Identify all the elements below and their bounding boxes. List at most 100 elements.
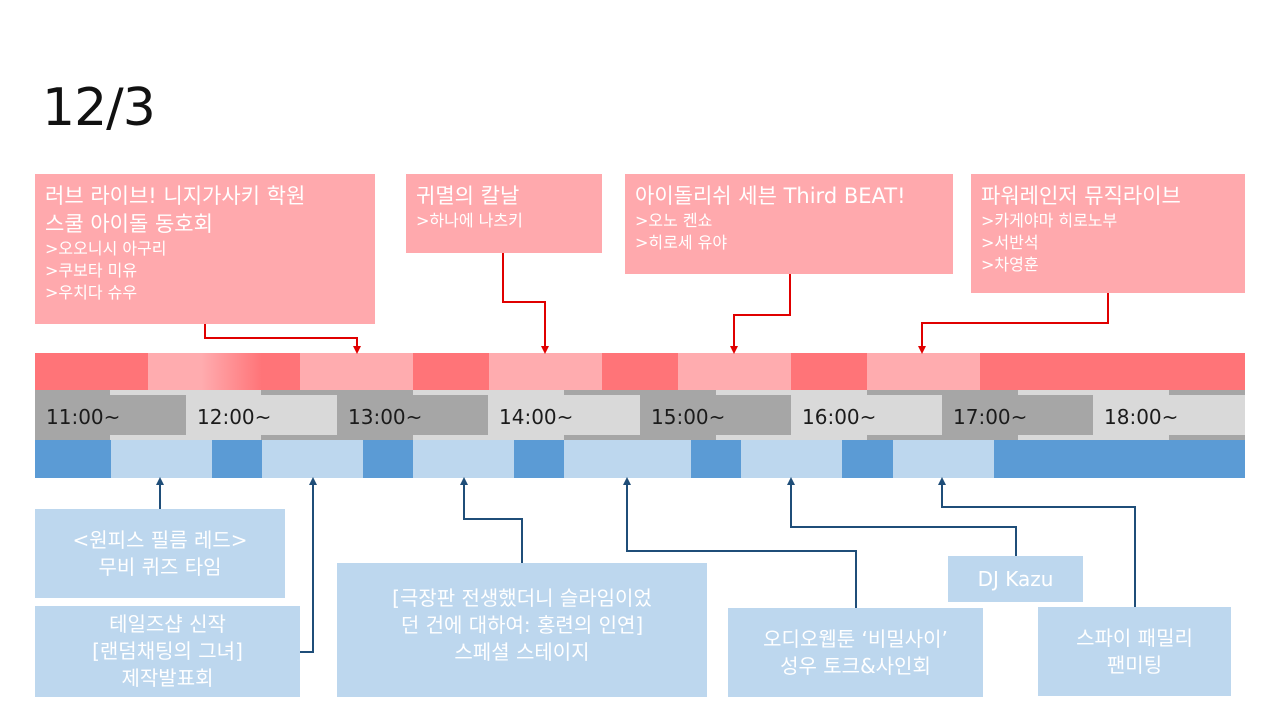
event-line: 오디오웹툰 ‘비밀사이’ — [763, 626, 948, 651]
bottom-band-segment — [262, 440, 363, 478]
bottom-band-segment — [35, 440, 111, 478]
bottom-band-segment — [212, 440, 262, 478]
event-box-powerrangers: 파워레인저 뮤직라이브 >카게야마 히로노부 >서반석 >차영훈 — [971, 174, 1245, 293]
time-band-segment — [640, 390, 791, 440]
time-band-segment — [791, 390, 942, 440]
half-hour-tab — [261, 390, 337, 395]
event-line: 성우 토크&사인회 — [780, 653, 931, 678]
bottom-band-segment — [564, 440, 691, 478]
blue-connector — [787, 477, 1017, 556]
blue-connector — [300, 477, 317, 653]
half-hour-tab — [867, 390, 942, 395]
half-hour-tab — [413, 435, 488, 440]
cast-member: >서반석 — [981, 233, 1039, 252]
bottom-band-segment — [842, 440, 893, 478]
event-title: 파워레인저 뮤직라이브 — [981, 184, 1181, 208]
event-line: 테일즈샵 신작 — [109, 612, 226, 636]
event-title: 러브 라이브! 니지가사키 학원 — [45, 184, 306, 208]
half-hour-tab — [110, 390, 186, 395]
event-box-onepiece: <원피스 필름 레드> 무비 퀴즈 타임 — [35, 509, 285, 598]
time-band-segment — [488, 390, 640, 440]
time-band-segment — [942, 390, 1093, 440]
half-hour-tab — [110, 435, 186, 440]
top-band-segment — [791, 353, 867, 390]
time-label: 12:00~ — [197, 405, 272, 429]
event-line: 던 건에 대하여: 홍련의 인연] — [400, 613, 644, 637]
event-box-audiowebtoon: 오디오웹툰 ‘비밀사이’ 성우 토크&사인회 — [728, 608, 983, 697]
cast-member: >우치다 슈우 — [45, 283, 138, 302]
top-band-segment — [980, 353, 1245, 390]
red-connector — [204, 324, 361, 354]
event-box-slime: [극장판 전생했더니 슬라임이었 던 건에 대하여: 홍련의 인연] 스페셜 스… — [337, 563, 707, 697]
blue-connector — [623, 477, 857, 608]
time-band-segment — [186, 390, 337, 440]
bottom-band-segment — [691, 440, 741, 478]
time-label: 15:00~ — [651, 405, 726, 429]
event-title: 아이돌리쉬 세븐 Third BEAT! — [635, 184, 906, 208]
time-label: 11:00~ — [46, 405, 121, 429]
event-title: 스쿨 아이돌 동호회 — [45, 212, 213, 236]
time-band-segment — [35, 390, 186, 440]
event-box-talesshop: 테일즈샵 신작 [랜덤채팅의 그녀] 제작발표회 — [35, 606, 300, 697]
half-hour-tab — [1018, 435, 1093, 440]
time-label: 14:00~ — [499, 405, 574, 429]
time-band-segment — [337, 390, 488, 440]
time-label: 18:00~ — [1104, 405, 1179, 429]
cast-member: >오오니시 아구리 — [45, 239, 167, 258]
bottom-band-segment — [363, 440, 413, 478]
cast-member: >히로세 유야 — [635, 233, 728, 252]
half-hour-tab — [716, 390, 791, 395]
half-hour-tab — [1169, 390, 1245, 395]
half-hour-tab — [1018, 390, 1093, 395]
cast-member: >카게야마 히로노부 — [981, 211, 1118, 230]
event-box-idolish7: 아이돌리쉬 세븐 Third BEAT! >오노 켄쇼 >히로세 유야 — [625, 174, 953, 274]
time-label: 17:00~ — [953, 405, 1028, 429]
top-band-segment — [867, 353, 980, 390]
red-connector — [730, 274, 791, 354]
bottom-band-segment — [111, 440, 212, 478]
half-hour-tab — [1169, 435, 1245, 440]
event-line: 제작발표회 — [121, 666, 214, 690]
event-line: <원피스 필름 레드> — [72, 527, 248, 552]
top-band-segment — [489, 353, 602, 390]
bottom-band-segment — [994, 440, 1245, 478]
bottom-band-segment — [741, 440, 842, 478]
event-line: 스페셜 스테이지 — [454, 640, 590, 664]
event-title: 귀멸의 칼날 — [416, 184, 520, 208]
event-line: DJ Kazu — [977, 566, 1054, 591]
event-box-djkazu: DJ Kazu — [948, 556, 1083, 602]
red-connector — [502, 253, 549, 354]
event-line: [극장판 전생했더니 슬라임이었 — [392, 586, 652, 610]
event-line: 팬미팅 — [1106, 652, 1163, 677]
half-hour-tab — [564, 390, 640, 395]
half-hour-tab — [413, 390, 488, 395]
bottom-band-segment — [893, 440, 994, 478]
top-band-segment — [300, 353, 413, 390]
cast-member: >차영훈 — [981, 255, 1039, 274]
time-label: 13:00~ — [348, 405, 423, 429]
page-title: 12/3 — [42, 78, 156, 138]
top-band-segment — [413, 353, 489, 390]
event-line: 스파이 패밀리 — [1076, 625, 1193, 650]
bottom-band-segment — [413, 440, 514, 478]
half-hour-tab — [261, 435, 337, 440]
event-box-kimetsu: 귀멸의 칼날 >하나에 나츠키 — [406, 174, 602, 253]
cast-member: >오노 켄쇼 — [635, 211, 713, 230]
cast-member: >하나에 나츠키 — [416, 211, 523, 230]
red-connector — [918, 293, 1109, 354]
event-box-lovelive: 러브 라이브! 니지가사키 학원 스쿨 아이돌 동호회 >오오니시 아구리 >쿠… — [35, 174, 375, 324]
top-band-segment — [148, 353, 300, 390]
time-label: 16:00~ — [802, 405, 877, 429]
time-band-segment — [1093, 390, 1245, 440]
top-band-segment — [35, 353, 148, 390]
half-hour-tab — [716, 435, 791, 440]
blue-connector — [460, 477, 523, 563]
event-box-spyfamily: 스파이 패밀리 팬미팅 — [1038, 607, 1231, 696]
blue-connector — [938, 477, 1136, 607]
half-hour-tab — [867, 435, 942, 440]
event-line: 무비 퀴즈 타임 — [98, 554, 222, 579]
event-line: [랜덤채팅의 그녀] — [92, 639, 243, 663]
bottom-band-segment — [514, 440, 564, 478]
top-band-segment — [678, 353, 791, 390]
